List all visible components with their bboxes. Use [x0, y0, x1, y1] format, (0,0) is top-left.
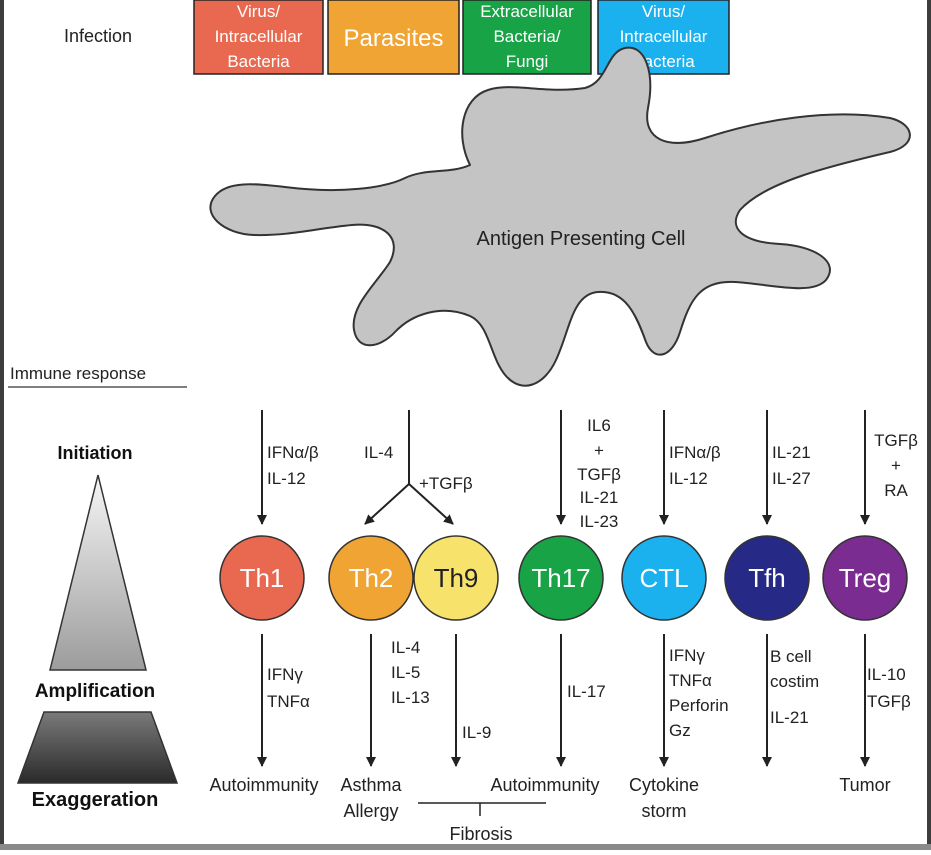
infection-box-3: Extracellular Bacteria/ Fungi: [462, 0, 592, 75]
th17-inducer-3: TGFβ: [577, 465, 621, 484]
infection-box-3-line-2: Bacteria/: [493, 27, 560, 46]
ctl-label: CTL: [639, 563, 688, 593]
tfh-effector-3: IL-21: [770, 708, 809, 727]
th2-input-arrow: [364, 483, 410, 525]
th17-inducer-1: IL6: [587, 416, 611, 435]
th1-cell: Th1: [219, 535, 305, 621]
th2-inducer: IL-4: [364, 443, 393, 462]
th2-effector-3: IL-13: [391, 688, 430, 707]
th1-inducer-1: IFNα/β: [267, 443, 319, 462]
th2-circle: [328, 535, 414, 621]
ctl-effector-4: Gz: [669, 721, 691, 740]
tfh-inducer-2: IL-27: [772, 469, 811, 488]
treg-effector-1: IL-10: [867, 665, 906, 684]
apc-label: Antigen Presenting Cell: [476, 228, 685, 250]
infection-box-1-line-3: Bacteria: [227, 52, 290, 71]
th1-label: Th1: [240, 563, 285, 593]
th1-outcome: Autoimmunity: [209, 775, 318, 795]
tfh-circle: [724, 535, 810, 621]
ctl-outcome-2: storm: [642, 801, 687, 821]
treg-outcome: Tumor: [839, 775, 890, 795]
ctl-cell: CTL: [621, 535, 707, 621]
treg-inducer-3: RA: [884, 481, 908, 500]
initiation-label: Initiation: [58, 443, 133, 463]
initiation-triangle: [49, 474, 147, 671]
th2-outcome-2: Allergy: [343, 801, 398, 821]
th17-circle: [518, 535, 604, 621]
treg-circle: [822, 535, 908, 621]
frame-border-right: [927, 0, 931, 850]
th1-inducer-2: IL-12: [267, 469, 306, 488]
th1-effector-2: TNFα: [267, 692, 310, 711]
infection-box-2-line-1: Parasites: [343, 25, 443, 52]
th2-effector-1: IL-4: [391, 638, 420, 657]
antigen-presenting-cell-shape: [209, 46, 911, 387]
exaggeration-label: Exaggeration: [32, 789, 159, 811]
infection-box-4-line-2: Intracellular: [620, 27, 708, 46]
frame-border-left: [0, 0, 4, 850]
th9-circle: [413, 535, 499, 621]
infection-box-3-bg: [462, 0, 592, 75]
treg-label: Treg: [839, 563, 892, 593]
treg-inducer-2: +: [891, 456, 901, 475]
th2-cell: Th2: [328, 535, 414, 621]
th2-effector-2: IL-5: [391, 663, 420, 682]
fibrosis-label: Fibrosis: [449, 824, 512, 844]
infection-box-1: Virus/ Intracellular Bacteria: [193, 0, 324, 75]
th9-label: Th9: [434, 563, 479, 593]
th2-outcome-1: Asthma: [340, 775, 402, 795]
th17-outcome: Autoimmunity: [490, 775, 599, 795]
th9-inducer: +TGFβ: [419, 474, 473, 493]
tfh-label: Tfh: [748, 563, 786, 593]
th17-effector-1: IL-17: [567, 682, 606, 701]
immune-response-label: Immune response: [10, 364, 146, 383]
ctl-effector-2: TNFα: [669, 671, 712, 690]
th9-cell: Th9: [413, 535, 499, 621]
ctl-inducer-2: IL-12: [669, 469, 708, 488]
infection-box-4-line-1: Virus/: [642, 2, 685, 21]
ctl-effector-1: IFNγ: [669, 646, 705, 665]
th1-effector-1: IFNγ: [267, 665, 303, 684]
tfh-inducer-1: IL-21: [772, 443, 811, 462]
infection-label: Infection: [64, 26, 132, 46]
treg-cell: Treg: [822, 535, 908, 621]
th2-label: Th2: [349, 563, 394, 593]
ctl-effector-3: Perforin: [669, 696, 729, 715]
infection-box-1-bg: [193, 0, 324, 75]
th9-input-arrow: [408, 483, 454, 525]
ctl-inducer-1: IFNα/β: [669, 443, 721, 462]
th17-inducer-4: IL-21: [580, 488, 619, 507]
tfh-cell: Tfh: [724, 535, 810, 621]
ctl-outcome-1: Cytokine: [629, 775, 699, 795]
tfh-effector-2: costim: [770, 672, 819, 691]
infection-box-1-line-2: Intracellular: [215, 27, 303, 46]
ctl-circle: [621, 535, 707, 621]
infection-box-1-line-1: Virus/: [237, 2, 280, 21]
th17-inducer-5: IL-23: [580, 512, 619, 531]
th17-inducer-2: +: [594, 441, 604, 460]
infection-box-2-bg: [327, 0, 460, 75]
infection-box-2: Parasites: [327, 0, 460, 75]
th17-label: Th17: [531, 563, 590, 593]
th17-cell: Th17: [518, 535, 604, 621]
th1-circle: [219, 535, 305, 621]
frame-border-bottom: [0, 844, 931, 850]
infection-box-3-line-3: Fungi: [506, 52, 549, 71]
th9-effector-1: IL-9: [462, 723, 491, 742]
treg-effector-2: TGFβ: [867, 692, 911, 711]
exaggeration-trapezoid: [16, 711, 179, 784]
treg-inducer-1: TGFβ: [874, 431, 918, 450]
amplification-label: Amplification: [35, 681, 155, 702]
tfh-effector-1: B cell: [770, 647, 812, 666]
infection-box-3-line-1: Extracellular: [480, 2, 574, 21]
